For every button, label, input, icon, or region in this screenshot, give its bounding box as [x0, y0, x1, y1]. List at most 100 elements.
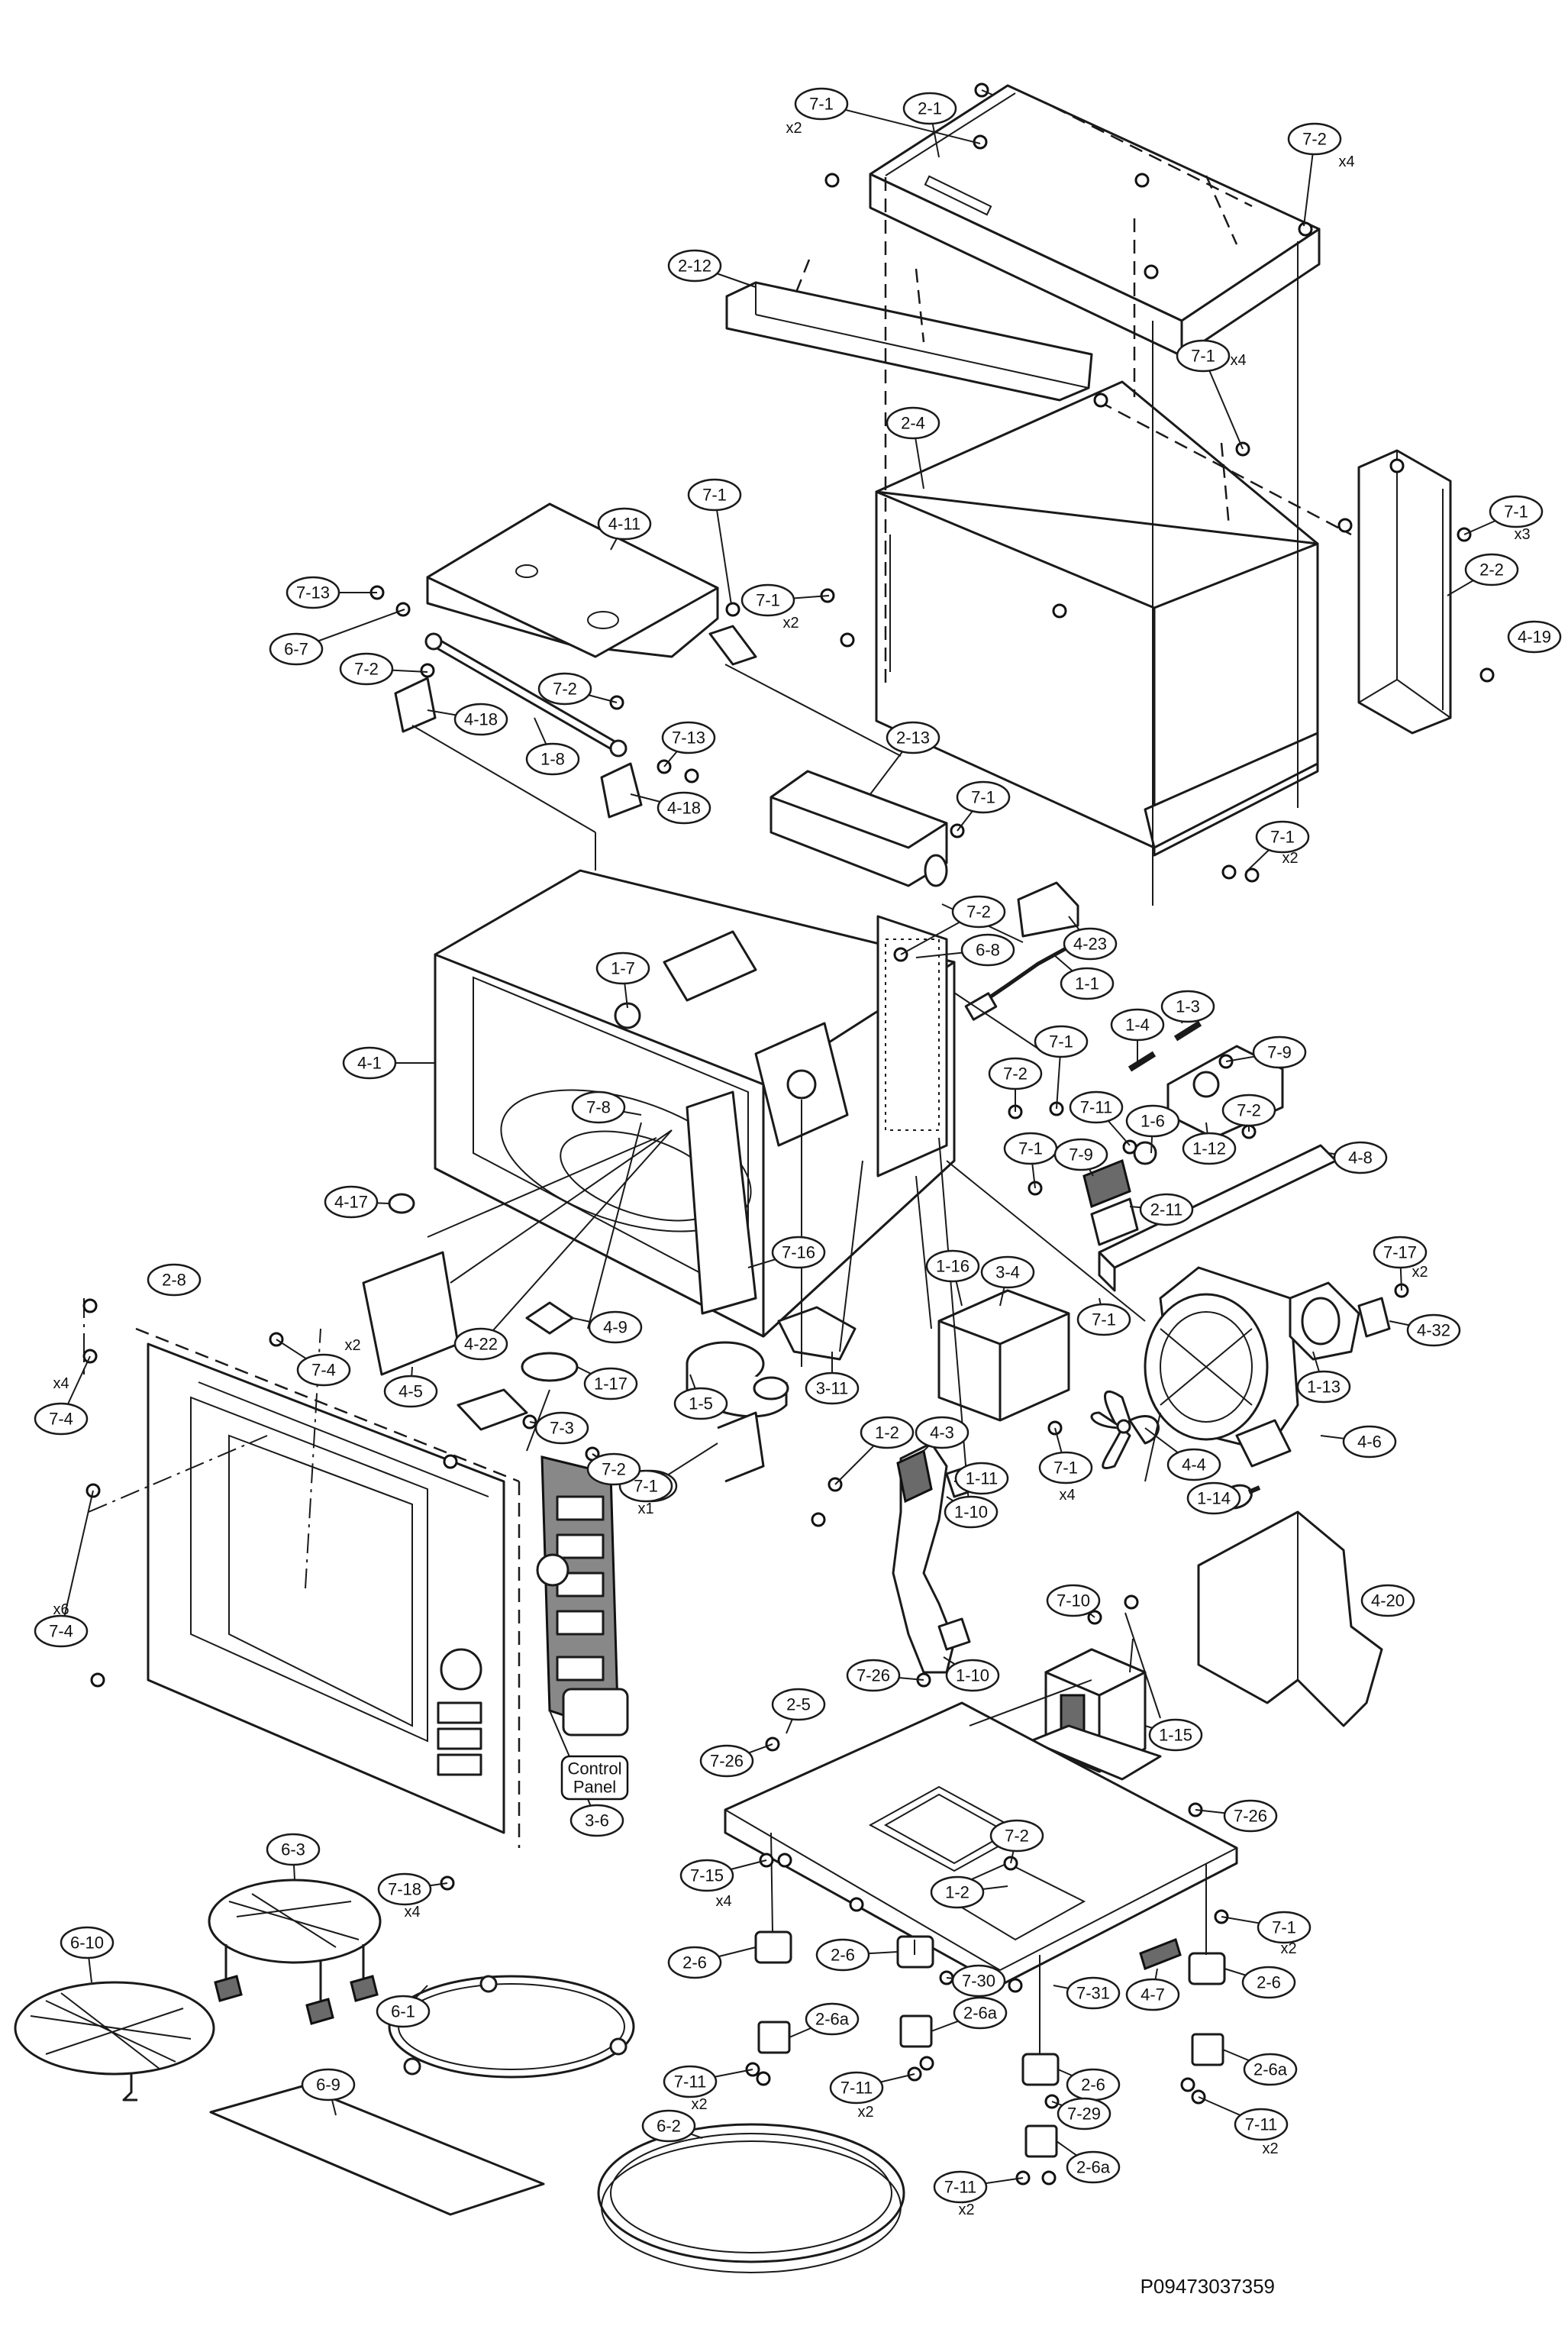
- callout-2-6: 2-6: [1057, 2068, 1121, 2101]
- callout-label: 2-2: [1479, 561, 1504, 580]
- callout-bubble: [597, 507, 652, 541]
- callout-4-4: 4-4: [1144, 1427, 1221, 1481]
- callout-label: 1-3: [1176, 997, 1200, 1016]
- callout-bubble: [641, 2109, 696, 2143]
- callout-label: 6-3: [281, 1840, 305, 1859]
- callout-bubble: [1252, 1035, 1307, 1069]
- callout-label: 6-8: [976, 941, 1000, 960]
- callout-bubble: [1066, 2150, 1121, 2184]
- callout-4-20: 4-20: [1360, 1584, 1415, 1617]
- callout-4-9: 4-9: [572, 1310, 643, 1344]
- part-control-panel: [536, 1455, 629, 1736]
- callout-quantity: x2: [782, 615, 799, 632]
- callout-7-9: 7-9: [1225, 1035, 1307, 1069]
- callout-bubble: [771, 1688, 826, 1721]
- callout-label: 7-17: [1383, 1243, 1417, 1262]
- callout-label: 4-3: [930, 1423, 954, 1442]
- callout-label: 2-12: [678, 257, 711, 276]
- callout-label: 7-2: [1005, 1827, 1029, 1846]
- callout-7-2: 7-2: [988, 1057, 1043, 1112]
- callout-1-7: 1-7: [595, 951, 650, 1009]
- callout-1-3: 1-3: [1160, 990, 1215, 1024]
- callout-label: 7-11: [674, 2072, 706, 2092]
- callout-bubble: [1066, 1976, 1121, 2010]
- callout-bubble: [1076, 1303, 1131, 1336]
- callout-3-6: 3-6: [549, 1710, 624, 1837]
- callout-label: 4-1: [357, 1054, 382, 1073]
- callout-7-1: 7-1x3: [1463, 495, 1544, 543]
- callout-label: 7-1: [1191, 347, 1215, 366]
- callout-bubble: [860, 1416, 915, 1449]
- callout-quantity: x3: [1514, 526, 1530, 543]
- callout-bubble: [846, 1659, 901, 1692]
- control-panel-label: Control Panel: [560, 1755, 629, 1801]
- callout-7-2: 7-2: [537, 672, 618, 706]
- part-film-strip: [209, 2085, 545, 2216]
- callout-7-4: 7-4x4: [34, 1355, 91, 1436]
- callout-1-10: 1-10: [943, 1656, 1000, 1692]
- callout-4-6: 4-6: [1320, 1425, 1397, 1459]
- callout-label: 2-6: [682, 1953, 707, 1972]
- callout-bubble: [1148, 1718, 1203, 1752]
- callout-7-13: 7-13: [286, 576, 377, 609]
- callout-label: 7-1: [1018, 1139, 1043, 1158]
- callout-3-11: 3-11: [805, 1352, 860, 1405]
- callout-bubble: [147, 1263, 202, 1297]
- callout-4-23: 4-23: [1063, 916, 1118, 961]
- callout-label: 7-3: [550, 1419, 574, 1438]
- callout-quantity: x4: [404, 1904, 420, 1921]
- callout-7-11: 7-11: [1069, 1090, 1131, 1146]
- callout-bubble: [383, 1375, 438, 1408]
- callout-label: 7-2: [354, 660, 379, 679]
- callout-label: 1-7: [611, 959, 635, 978]
- callout-bubble: [1038, 1451, 1093, 1484]
- callout-1-8: 1-8: [525, 717, 580, 776]
- callout-label: 7-1: [634, 1477, 658, 1496]
- callout-6-8: 6-8: [915, 933, 1015, 967]
- callout-quantity: x4: [53, 1375, 69, 1392]
- callout-bubble: [376, 1995, 431, 2028]
- callout-label: 2-6a: [1076, 2158, 1111, 2177]
- callout-7-2: 7-2: [586, 1452, 641, 1486]
- callout-bubble: [1360, 1584, 1415, 1617]
- callout-label: 7-16: [782, 1243, 815, 1262]
- callout-label: 7-1: [1049, 1032, 1073, 1052]
- callout-2-6: 2-6: [1224, 1966, 1296, 1999]
- callout-bubble: [657, 791, 711, 825]
- callout-7-16: 7-16: [747, 1236, 826, 1269]
- callout-bubble: [951, 1964, 1006, 1998]
- callout-bubble: [269, 632, 324, 666]
- callout-7-26: 7-26: [699, 1743, 773, 1778]
- callout-quantity: x2: [344, 1337, 360, 1354]
- callout-bubble: [1234, 2108, 1289, 2141]
- callout-bubble: [324, 1185, 379, 1219]
- part-small-box: [777, 1306, 857, 1361]
- callout-7-1: 7-1x2: [1245, 820, 1310, 873]
- callout-1-2: 1-2: [930, 1875, 1008, 1909]
- callout-quantity: x2: [1412, 1264, 1428, 1281]
- part-door: [135, 1327, 521, 1848]
- callout-bubble: [586, 1452, 641, 1486]
- callout-bubble: [829, 2071, 884, 2105]
- callout-4-18: 4-18: [427, 703, 508, 736]
- callout-label: 6-2: [657, 2117, 681, 2136]
- part-top-cover: [869, 84, 1321, 357]
- callout-label: 7-13: [296, 583, 330, 602]
- callout-label: 7-29: [1067, 2105, 1101, 2124]
- callout-7-2: 7-2: [900, 895, 1006, 955]
- callout-7-1: 7-1: [956, 780, 1011, 832]
- callout-label: 1-12: [1192, 1139, 1226, 1158]
- callout-4-19: 4-19: [1507, 620, 1562, 654]
- callout-quantity: x2: [691, 2096, 707, 2113]
- callout-bubble: [1221, 1094, 1276, 1127]
- callout-bubble: [944, 1495, 999, 1529]
- callout-label: 7-2: [1302, 130, 1327, 149]
- callout-label: 7-2: [602, 1460, 626, 1479]
- callout-label: 4-5: [398, 1382, 423, 1401]
- callout-4-11: 4-11: [597, 507, 652, 551]
- part-switch-assembly: [1082, 1141, 1157, 1246]
- callout-2-6a: 2-6a: [1222, 2049, 1298, 2086]
- part-waveguide-cover: [426, 502, 757, 666]
- part-fan-motor: [1289, 1281, 1391, 1361]
